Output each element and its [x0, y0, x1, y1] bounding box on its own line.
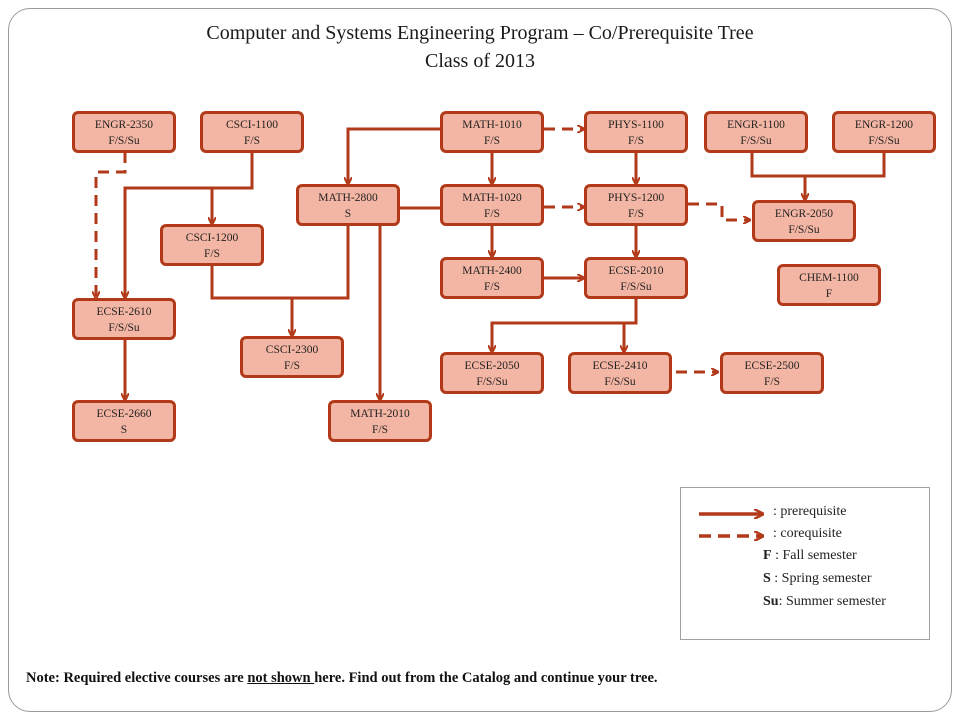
arrow-math1010-math2800 — [348, 127, 440, 184]
legend-box: : prerequisite : corequisite F : Fall se… — [680, 487, 930, 640]
footer-note: Note: Required elective courses are not … — [26, 670, 658, 686]
legend-fall: F : Fall semester — [763, 548, 857, 563]
arrow-math1020-math2010 — [380, 206, 440, 400]
coreq-phys1200-engr2050 — [688, 202, 750, 220]
arrow-csci1100-ecse2610 — [125, 152, 254, 298]
legend-prerequisite-label: : prerequisite — [773, 504, 847, 519]
page-subtitle: Class of 2013 — [425, 50, 535, 72]
arrow-ecse2010-ecse2050 — [492, 299, 638, 352]
legend-summer: Su: Summer semester — [763, 594, 886, 609]
arrow-csci1100-csci1200 — [212, 186, 252, 224]
legend-corequisite-label: : corequisite — [773, 526, 842, 541]
legend-arrows — [699, 488, 931, 641]
arrow-engr-to-engr2050 — [750, 152, 886, 200]
slide-frame — [8, 8, 952, 712]
page-title: Computer and Systems Engineering Program… — [206, 22, 754, 44]
coreq-engr2350-ecse2610 — [96, 152, 127, 298]
arrow-math2800-csci2300 — [210, 226, 350, 336]
legend-spring: S : Spring semester — [763, 571, 872, 586]
